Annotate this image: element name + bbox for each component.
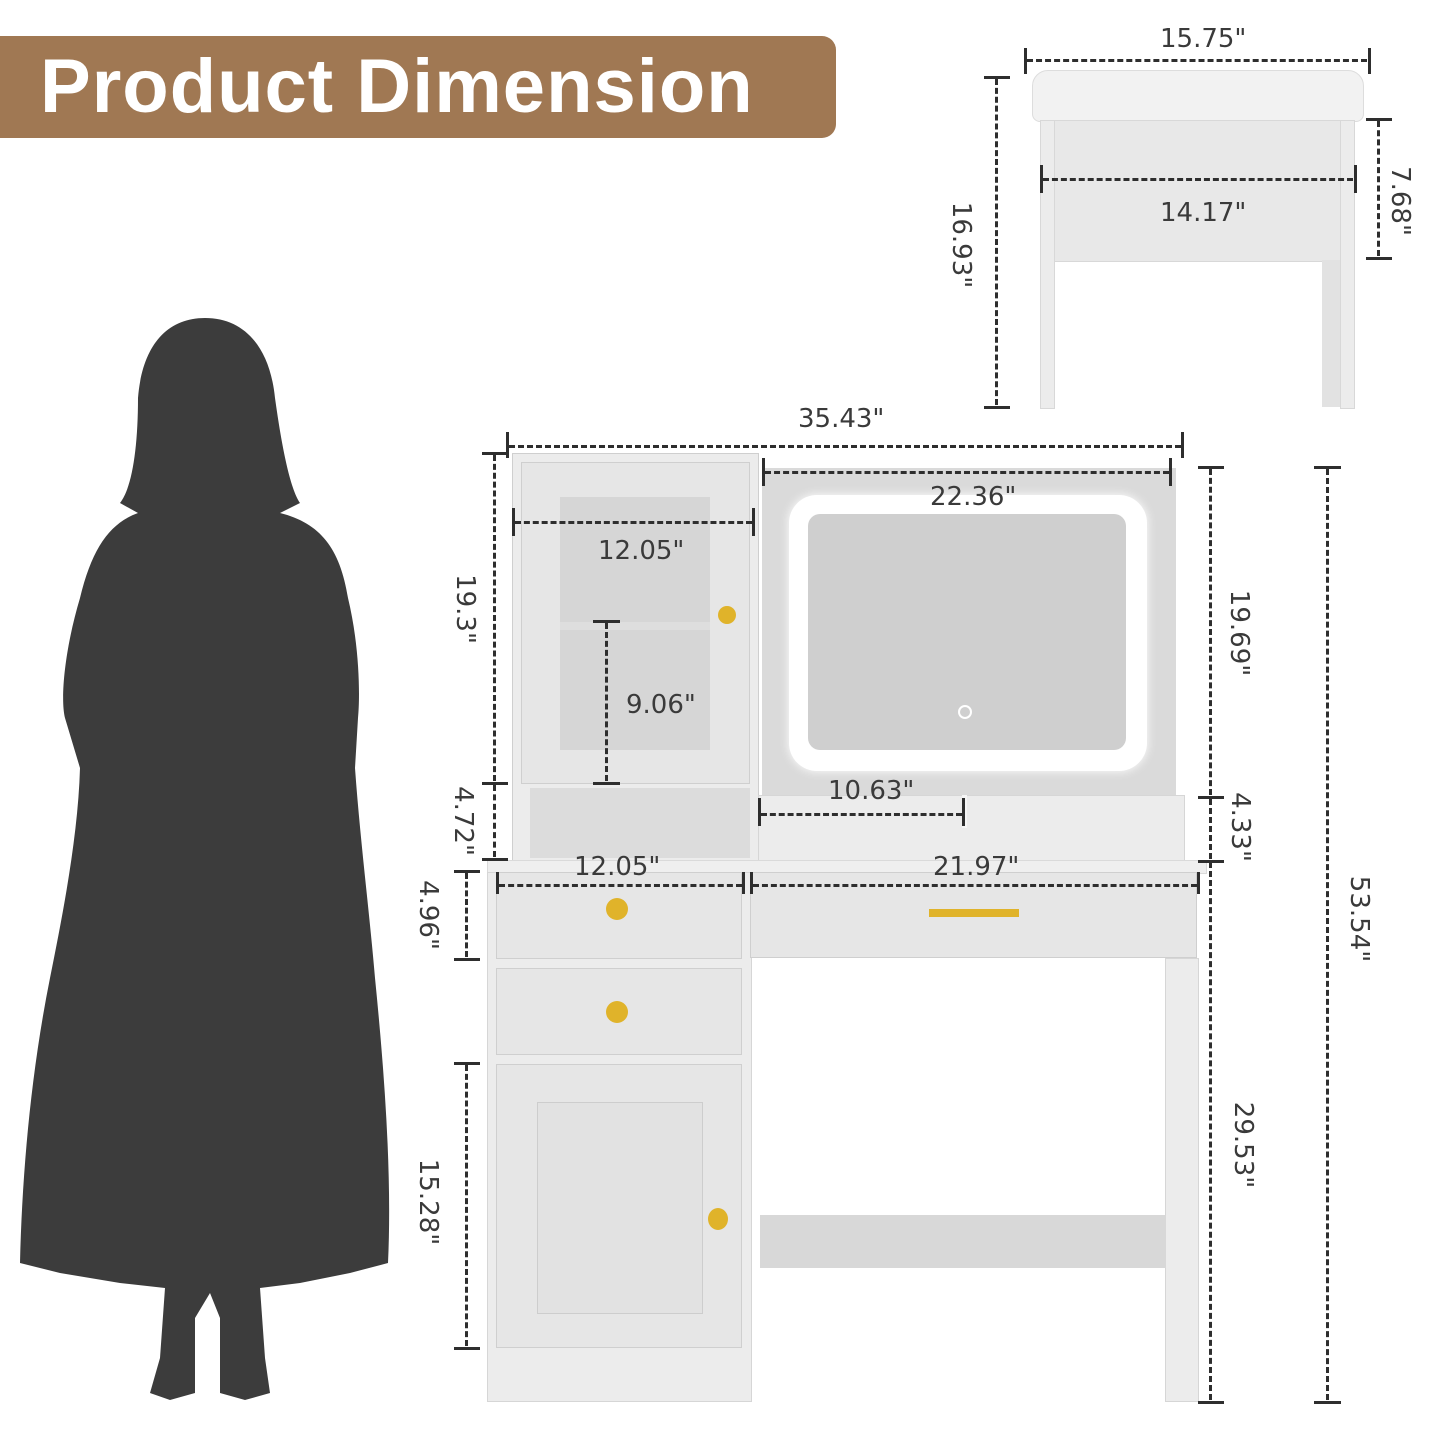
person-silhouette-icon [20, 318, 390, 1400]
dim-tick [1198, 860, 1224, 863]
cabinet-width-label: 12.05" [598, 536, 685, 566]
dim-tick [1366, 257, 1392, 260]
dim-tick [750, 872, 753, 894]
dim-tick [482, 452, 508, 455]
lower-cabinet-height-label: 15.28" [413, 1158, 444, 1246]
vanity-width-line [509, 445, 1181, 448]
stool-width-label: 15.75" [1160, 24, 1247, 54]
mirror-width-line [765, 471, 1169, 474]
shelf-height-label: 4.33" [1224, 792, 1255, 862]
drawer-height-label: 4.96" [412, 880, 443, 950]
cabinet-knob[interactable] [718, 606, 736, 624]
desk-drawer-width-label: 21.97" [933, 852, 1020, 882]
open-shelf [530, 788, 750, 858]
stretcher-bar [760, 1215, 1166, 1268]
dim-tick [1024, 48, 1027, 74]
dim-tick [962, 798, 965, 826]
dim-tick [454, 870, 480, 873]
vanity-height-label: 53.54" [1344, 875, 1375, 963]
title-banner: Product Dimension [0, 36, 836, 138]
dim-tick [593, 620, 620, 623]
stool-height-label: 16.93" [946, 201, 977, 289]
dim-tick [1198, 466, 1224, 469]
dim-tick [1314, 466, 1341, 469]
cabinet-shelf [560, 622, 710, 630]
dim-tick [512, 508, 515, 536]
vanity-height-line [1326, 469, 1329, 1400]
dim-tick [1354, 165, 1357, 193]
open-shelf-height-label: 4.72" [447, 786, 478, 856]
mirror-height-line [1209, 469, 1212, 795]
shelf-height-line [1209, 799, 1212, 859]
stool-leg-left [1040, 120, 1055, 409]
stool-apron [1052, 120, 1344, 262]
door-inset-panel [537, 1102, 703, 1314]
stool-width-line [1027, 59, 1367, 62]
dim-tick [454, 1062, 480, 1065]
lower-cabinet-height-line [465, 1065, 468, 1346]
stool-inner-width-label: 14.17" [1160, 198, 1247, 228]
dim-tick [454, 1347, 480, 1350]
dim-tick [752, 508, 755, 536]
stool-cushion [1032, 70, 1364, 122]
open-shelf-height-line [493, 785, 496, 857]
cabinet-width-line [515, 521, 752, 524]
dim-tick [1366, 118, 1392, 121]
power-icon[interactable] [958, 705, 972, 719]
drawer-1-knob[interactable] [606, 898, 628, 920]
stool-inner-width-line [1043, 178, 1353, 181]
dim-tick [1197, 872, 1200, 894]
dim-tick [506, 432, 509, 458]
shelf-width-label: 10.63" [828, 776, 915, 806]
dim-tick [482, 858, 508, 861]
dim-tick [1181, 432, 1184, 458]
dim-tick [1198, 796, 1224, 799]
shelf-width-line [761, 813, 962, 816]
desk-drawer-handle[interactable] [929, 909, 1019, 917]
lower-cabinet-knob[interactable] [708, 1208, 728, 1230]
drawer-2-knob[interactable] [606, 1001, 628, 1023]
right-leg [1165, 958, 1199, 1402]
drawer-height-line [465, 873, 468, 957]
desk-height-line [1209, 862, 1212, 1400]
dim-tick [496, 872, 499, 894]
dim-tick [593, 782, 620, 785]
cabinet-height-label: 19.3" [449, 574, 480, 644]
stool-leg-right [1340, 120, 1355, 409]
mirror-height-label: 19.69" [1224, 589, 1255, 677]
dim-tick [762, 458, 765, 486]
stool-apron-height-line [1377, 121, 1380, 256]
dim-tick [984, 76, 1010, 79]
drawer-width-label: 12.05" [574, 852, 661, 882]
dim-tick [1169, 458, 1172, 486]
cabinet-height-line [493, 455, 496, 781]
drawer-width-line [499, 884, 742, 887]
dim-tick [1314, 1401, 1341, 1404]
desk-drawer-width-line [753, 884, 1197, 887]
vanity-width-label: 35.43" [798, 404, 885, 434]
stool-apron-height-label: 7.68" [1384, 166, 1415, 236]
dim-tick [1198, 1401, 1224, 1404]
desk-height-label: 29.53" [1228, 1101, 1259, 1189]
stool-leg-back [1322, 260, 1340, 407]
dim-tick [482, 782, 508, 785]
page-title: Product Dimension [40, 44, 754, 129]
cabinet-shelf-height-line [605, 623, 608, 781]
dim-tick [454, 958, 480, 961]
dim-tick [1040, 165, 1043, 193]
dim-tick [984, 406, 1010, 409]
mirror-width-label: 22.36" [930, 482, 1017, 512]
stool-height-line [995, 79, 998, 405]
dim-tick [758, 798, 761, 826]
dim-tick [1368, 48, 1371, 74]
dim-tick [742, 872, 745, 894]
mirror-shelf [758, 795, 1185, 862]
cabinet-shelf-height-label: 9.06" [626, 690, 696, 720]
